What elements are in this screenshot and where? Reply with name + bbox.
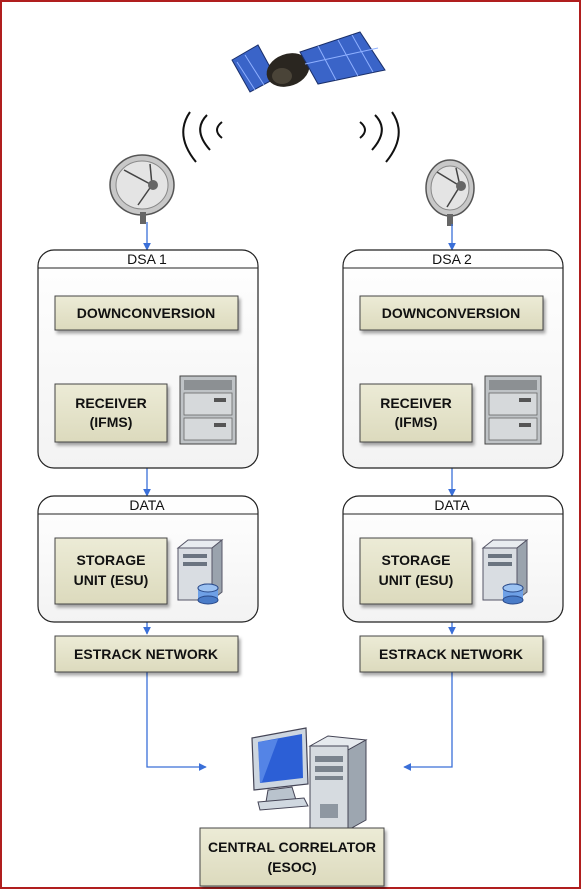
data-panel-title: DATA bbox=[129, 497, 165, 513]
dish-antenna-icon bbox=[425, 159, 475, 226]
data-panel-title: DATA bbox=[434, 497, 470, 513]
box-label: RECEIVER bbox=[380, 395, 452, 411]
downconversion-box-right: DOWNCONVERSION bbox=[359, 295, 544, 331]
receiver-box-left: RECEIVER (IFMS) bbox=[54, 383, 168, 443]
box-label: RECEIVER bbox=[75, 395, 147, 411]
storage-box-right: STORAGE UNIT (ESU) bbox=[359, 537, 473, 605]
box-label: DOWNCONVERSION bbox=[382, 305, 520, 321]
receiver-box-right: RECEIVER (IFMS) bbox=[359, 383, 473, 443]
dsa-panel-title: DSA 1 bbox=[127, 251, 167, 267]
downconversion-box-left: DOWNCONVERSION bbox=[54, 295, 239, 331]
central-computer-icon bbox=[251, 727, 368, 831]
receiver-rack-icon bbox=[484, 375, 542, 445]
dsa-panel-title: DSA 2 bbox=[432, 251, 472, 267]
box-label: (ESOC) bbox=[268, 859, 317, 875]
box-label: STORAGE bbox=[77, 552, 146, 568]
box-label: (IFMS) bbox=[90, 414, 133, 430]
box-label: STORAGE bbox=[382, 552, 451, 568]
radio-waves-left bbox=[182, 111, 223, 163]
dish-antenna-icon bbox=[109, 154, 175, 224]
receiver-rack-icon bbox=[179, 375, 237, 445]
storage-server-icon bbox=[481, 538, 529, 605]
box-label: UNIT (ESU) bbox=[74, 572, 149, 588]
satellite-icon bbox=[231, 31, 386, 93]
network-box-right: ESTRACK NETWORK bbox=[359, 635, 544, 673]
network-box-left: ESTRACK NETWORK bbox=[54, 635, 239, 673]
box-label: UNIT (ESU) bbox=[379, 572, 454, 588]
storage-box-left: STORAGE UNIT (ESU) bbox=[54, 537, 168, 605]
box-label: DOWNCONVERSION bbox=[77, 305, 215, 321]
storage-server-icon bbox=[176, 538, 224, 605]
box-label: ESTRACK NETWORK bbox=[74, 646, 218, 662]
box-label: CENTRAL CORRELATOR bbox=[208, 839, 376, 855]
box-label: (IFMS) bbox=[395, 414, 438, 430]
central-correlator-box: CENTRAL CORRELATOR (ESOC) bbox=[199, 827, 385, 887]
box-label: ESTRACK NETWORK bbox=[379, 646, 523, 662]
radio-waves-right bbox=[359, 111, 400, 163]
